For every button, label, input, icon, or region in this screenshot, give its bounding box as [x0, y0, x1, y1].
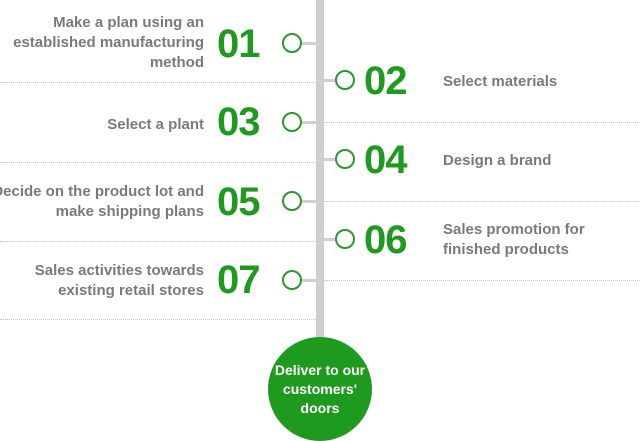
step-03-number: 03	[217, 100, 260, 144]
step-07-label: Sales activities towards existing retail…	[34, 262, 204, 299]
step-04-label: Design a brand	[443, 152, 552, 169]
step-05-connector	[302, 200, 316, 203]
step-07-marker-icon	[282, 270, 302, 290]
step-03-connector	[302, 121, 316, 124]
separator-line	[0, 241, 316, 242]
final-destination-circle: Deliver to our customers' doors	[268, 337, 372, 441]
timeline-trunk	[316, 0, 324, 340]
step-01-connector	[302, 42, 316, 45]
step-06-marker-icon	[335, 229, 355, 249]
step-04-number: 04	[364, 138, 407, 182]
step-02-connector	[324, 79, 336, 82]
step-05-number: 05	[217, 180, 260, 224]
separator-line	[324, 201, 640, 202]
step-05-label: Decide on the product lot and make shipp…	[0, 183, 204, 220]
step-06-connector	[324, 238, 336, 241]
step-06-label: Sales promotion for finished products	[443, 221, 585, 258]
step-07-number: 07	[217, 258, 260, 302]
step-02-marker-icon	[335, 70, 355, 90]
step-04-marker-icon	[335, 149, 355, 169]
final-destination-label: Deliver to our customers' doors	[274, 361, 366, 416]
step-01-label: Make a plan using an established manufac…	[13, 14, 204, 71]
separator-line	[0, 319, 316, 320]
separator-line	[324, 122, 640, 123]
step-03-label: Select a plant	[107, 116, 204, 133]
step-01-marker-icon	[282, 33, 302, 53]
separator-line	[324, 280, 640, 281]
step-06-number: 06	[364, 218, 407, 262]
step-02-label: Select materials	[443, 73, 558, 90]
step-01-number: 01	[217, 22, 260, 66]
step-07-connector	[302, 279, 316, 282]
step-04-connector	[324, 158, 336, 161]
step-05-marker-icon	[282, 191, 302, 211]
separator-line	[0, 162, 316, 163]
step-03-marker-icon	[282, 112, 302, 132]
step-02-number: 02	[364, 59, 407, 103]
separator-line	[0, 82, 316, 83]
